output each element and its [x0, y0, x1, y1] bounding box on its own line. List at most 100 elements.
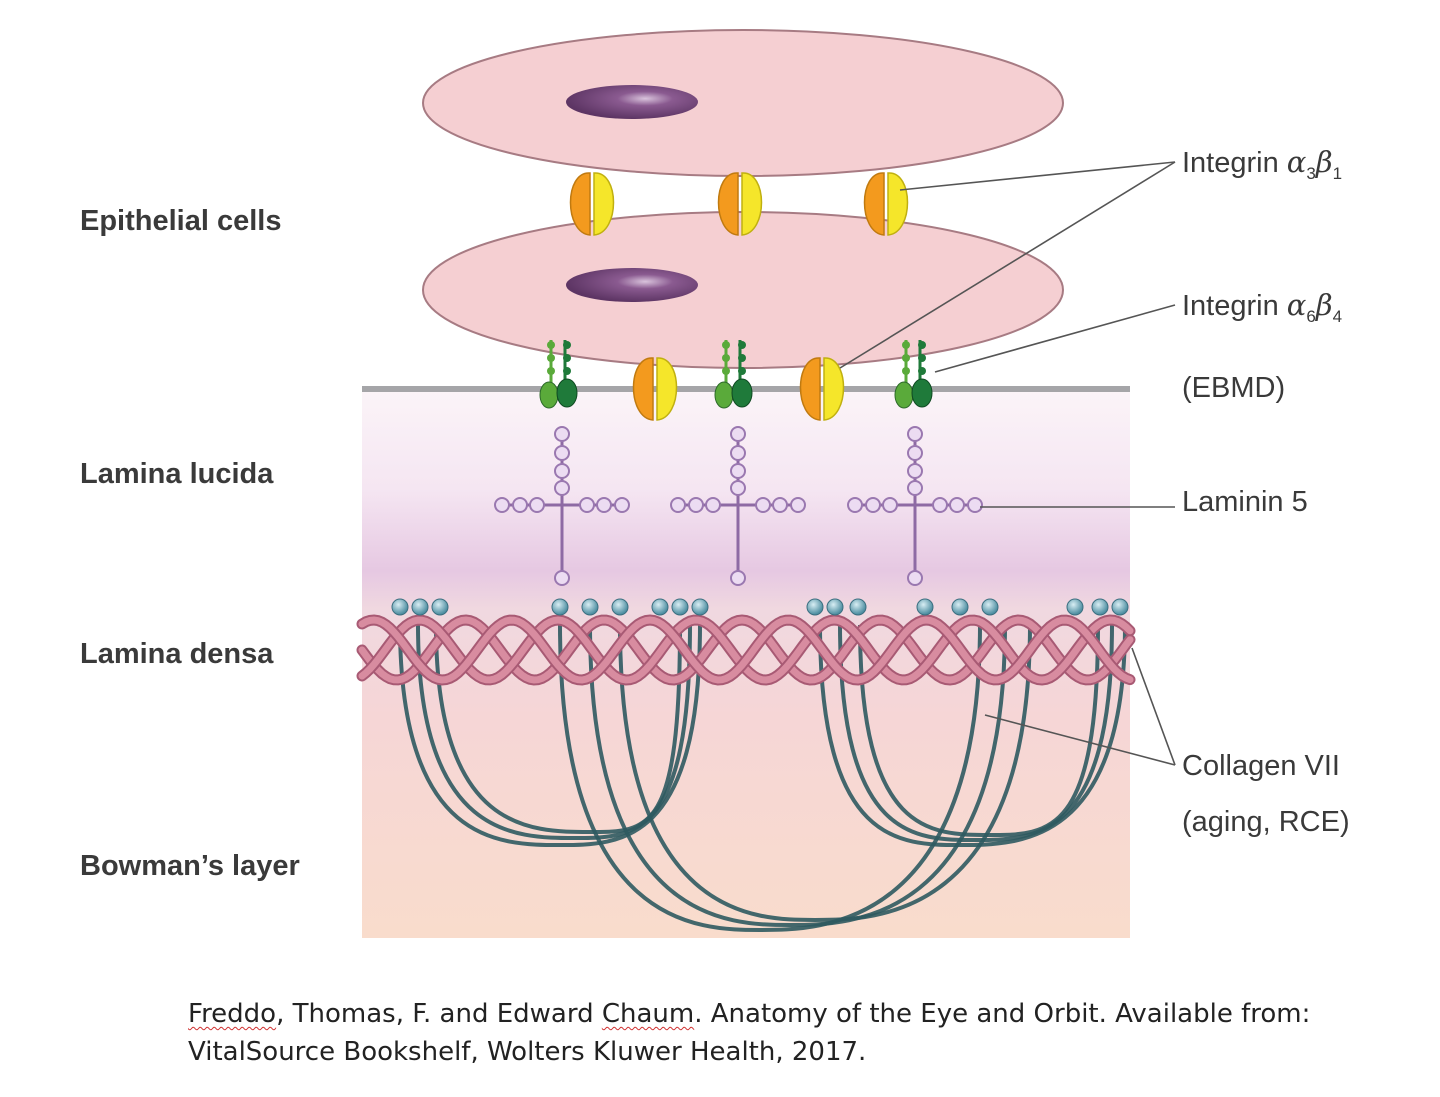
laminin-globule [554, 445, 570, 461]
anchor-bead [806, 598, 824, 616]
integrin-a3b1 [863, 172, 909, 236]
laminin-globule [932, 497, 948, 513]
laminin-globule [882, 497, 898, 513]
laminin-globule [596, 497, 612, 513]
laminin-globule [730, 445, 746, 461]
integrin-a6b4-head-right [911, 378, 933, 408]
integrin-a6b4-bead-left [722, 354, 730, 362]
collagen-vii-fibril [818, 624, 1127, 848]
laminin-globule [494, 497, 510, 513]
laminin-globule [907, 570, 923, 586]
integrin-a6b4 [894, 340, 933, 409]
integrin-a6b4-bead-left [902, 341, 910, 349]
integrin-a3b1 [632, 357, 678, 421]
anchor-bead [691, 598, 709, 616]
integrin-a3b1 [717, 172, 763, 236]
collagen-vii-fibril [588, 624, 1007, 928]
integrin-a6b4-bead-right [563, 341, 571, 349]
collagen-vii-fibril [838, 624, 1114, 843]
laminin-globule [554, 426, 570, 442]
label-ebmd: (EBMD) [1182, 372, 1286, 404]
laminin-globule [949, 497, 965, 513]
laminin-globule [579, 497, 595, 513]
laminin-globule [554, 463, 570, 479]
integrin-a6b4-bead-right [918, 367, 926, 375]
laminin-5 [494, 426, 630, 586]
laminin-globule [772, 497, 788, 513]
anchor-bead [651, 598, 669, 616]
laminin-globule [730, 570, 746, 586]
label-laminin-5: Laminin 5 [1182, 486, 1308, 518]
collagen-iv-strand [358, 616, 1134, 684]
citation-author-2: Chaum [601, 999, 695, 1029]
laminin-globule [730, 480, 746, 496]
anchor-bead [826, 598, 844, 616]
collagen-vii-fibril [858, 624, 1100, 838]
anchor-bead [951, 598, 969, 616]
collagen-vii-fibrils [398, 624, 1127, 933]
anchor-bead [551, 598, 569, 616]
laminin-globule [967, 497, 983, 513]
integrin-a6b4-bead-left [547, 354, 555, 362]
anchor-bead [391, 598, 409, 616]
laminin-globule [907, 426, 923, 442]
integrin-a6b4-bead-right [738, 354, 746, 362]
leader-lines [839, 161, 1176, 766]
laminin-globule [512, 497, 528, 513]
citation-line-1: Freddo, Thomas, F. and Edward Chaum. Ana… [188, 999, 1311, 1029]
integrin-a6b4-bead-right [918, 354, 926, 362]
label-lamina-lucida: Lamina lucida [80, 458, 274, 490]
lamina-densa-collagen [356, 614, 1136, 686]
integrin-a6b4 [714, 340, 753, 409]
anchor-bead [1066, 598, 1084, 616]
integrin-alpha-subunit [717, 172, 739, 236]
integrin-a6b4-bead-left [547, 367, 555, 375]
anchor-bead [581, 598, 599, 616]
integrin-a3b1 [569, 172, 615, 236]
integrin-a6b4-bead-left [902, 354, 910, 362]
anchor-bead [981, 598, 999, 616]
anchor-bead [849, 598, 867, 616]
epithelial-cell-top [422, 29, 1064, 177]
integrin-alpha-subunit [863, 172, 885, 236]
integrin-a6b4-bead-right [563, 367, 571, 375]
citation: Freddo, Thomas, F. and Edward Chaum. Ana… [188, 995, 1368, 1071]
laminin-globule [614, 497, 630, 513]
integrin-a6b4-bead-left [547, 341, 555, 349]
integrin-alpha-subunit [799, 357, 821, 421]
label-lamina-densa: Lamina densa [80, 638, 274, 670]
laminin-globule [730, 463, 746, 479]
integrin-a6b4-bead-left [722, 341, 730, 349]
laminin-globule [554, 570, 570, 586]
integrin-a6b4-head-left [539, 381, 559, 409]
laminin-globule [730, 426, 746, 442]
integrin-beta-subunit [741, 172, 763, 236]
laminin-globule [865, 497, 881, 513]
integrin-beta-subunit [823, 357, 845, 421]
laminin-globule [688, 497, 704, 513]
nucleus-bottom [566, 268, 698, 302]
integrin-a6b4-head-right [556, 378, 578, 408]
anchor-bead [1111, 598, 1129, 616]
laminin-globule [554, 480, 570, 496]
laminin-globule [705, 497, 721, 513]
laminin-5 [670, 426, 806, 586]
integrin-a6b4-bead-left [722, 367, 730, 375]
citation-line-2: VitalSource Bookshelf, Wolters Kluwer He… [188, 1037, 867, 1067]
integrin-beta-subunit [593, 172, 615, 236]
integrin-beta-subunit [887, 172, 909, 236]
anchor-bead [411, 598, 429, 616]
integrin-beta-subunit [656, 357, 678, 421]
integrin-a6b4-bead-right [738, 341, 746, 349]
anchor-bead [431, 598, 449, 616]
collagen-vii-fibril [416, 624, 692, 841]
collagen-vii-fibril [618, 624, 1032, 923]
laminin-globule [755, 497, 771, 513]
nucleus-top [566, 85, 698, 119]
label-bowmans-layer: Bowman’s layer [80, 850, 300, 882]
collagen-vii-fibril [558, 624, 982, 933]
collagen-iv-strand [358, 616, 1134, 684]
laminin-globule [847, 497, 863, 513]
integrin-alpha-subunit [569, 172, 591, 236]
